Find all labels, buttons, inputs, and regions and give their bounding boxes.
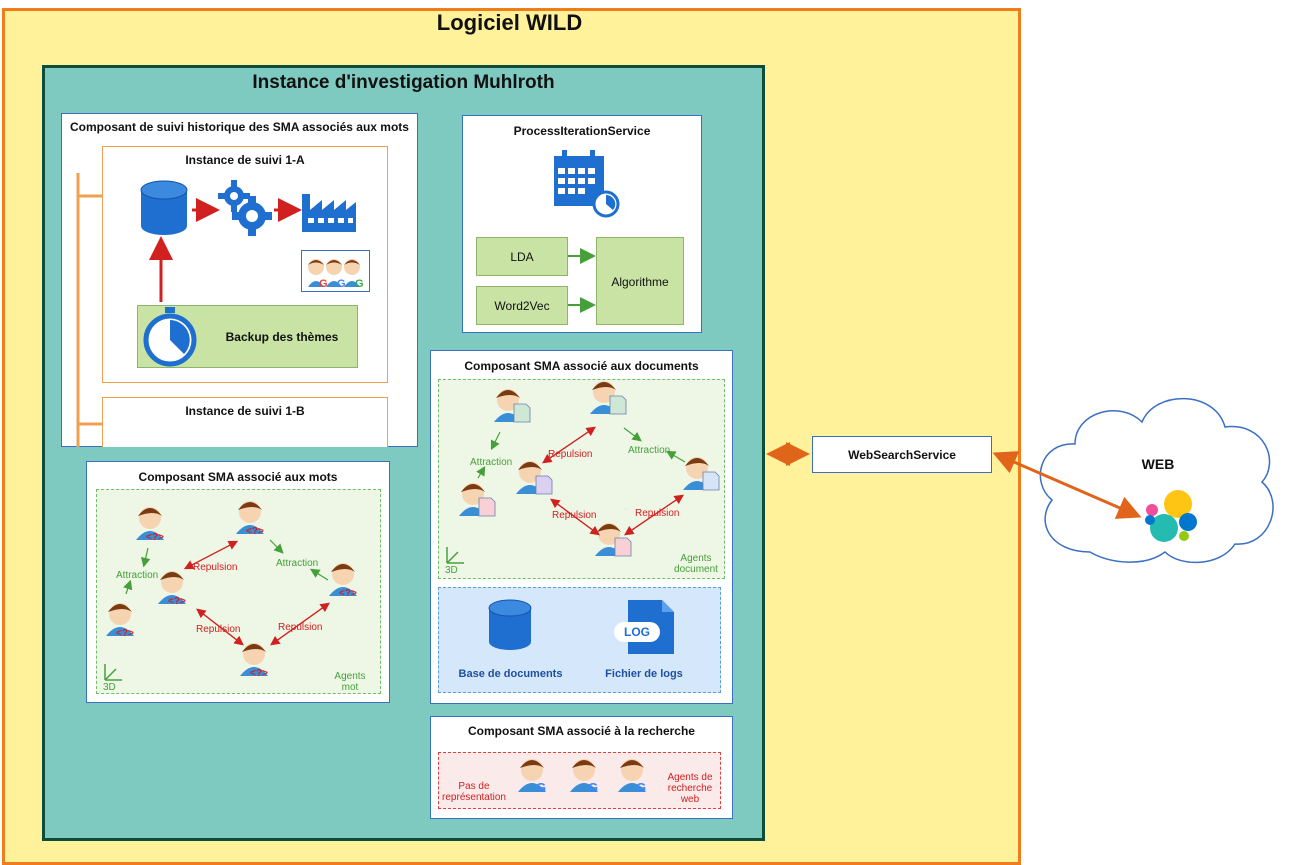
docs-attraction-1: Attraction — [470, 457, 513, 468]
gears-icon — [218, 180, 272, 236]
word2vec-box — [476, 286, 568, 325]
fichier-logs-label: Fichier de logs — [605, 668, 683, 680]
algorithme-box — [596, 237, 684, 325]
database-icon — [488, 599, 532, 650]
suivi-title: Composant de suivi historique des SMA as… — [70, 120, 409, 134]
factory-icon — [302, 194, 356, 232]
mots-repulsion-2: Repulsion — [196, 624, 241, 635]
database-icon — [140, 180, 188, 235]
mots-attraction-1: Attraction — [116, 570, 159, 581]
docs-3d-label: 3D — [445, 565, 458, 576]
base-documents-label: Base de documents — [458, 668, 563, 680]
elastic-logo-icon — [1145, 490, 1197, 542]
websearch-label: WebSearchService — [848, 448, 956, 462]
sma-docs-title: Composant SMA associé aux documents — [464, 359, 699, 373]
svg-text:G: G — [355, 278, 364, 290]
suivi-instance-a-title: Instance de suivi 1-A — [185, 153, 305, 167]
agents-document-zone — [438, 379, 725, 579]
suivi-instance-b — [102, 397, 388, 447]
docs-repulsion-3: Repulsion — [635, 508, 680, 519]
svg-text:G: G — [337, 278, 346, 290]
svg-text:G: G — [319, 278, 328, 290]
instance-title: Instance d'investigation Muhlroth — [252, 72, 555, 93]
docs-attraction-2: Attraction — [628, 445, 671, 456]
agents-mot-zone — [96, 489, 381, 694]
backup-label: Backup des thèmes — [225, 330, 339, 344]
log-file-icon — [614, 600, 674, 654]
axes-3d-icon — [446, 547, 464, 564]
stopwatch-icon — [143, 307, 197, 367]
log-badge: LOG — [624, 625, 650, 639]
mots-3d-label: 3D — [103, 682, 116, 693]
axes-3d-icon — [104, 664, 122, 681]
websearch-service — [812, 436, 992, 473]
sma-mots-title: Composant SMA associé aux mots — [138, 470, 338, 484]
mots-attraction-2: Attraction — [276, 558, 319, 569]
suivi-instance-b-title: Instance de suivi 1-B — [185, 404, 305, 418]
docs-repulsion-2: Repulsion — [552, 510, 597, 521]
mots-repulsion-1: Repulsion — [193, 562, 238, 573]
lda-box — [476, 237, 568, 276]
lda-label: LDA — [510, 250, 534, 264]
word2vec-label: Word2Vec — [494, 299, 550, 313]
algorithme-label: Algorithme — [611, 275, 669, 289]
docs-repulsion-1: Repulsion — [548, 449, 593, 460]
process-title: ProcessIterationService — [513, 124, 651, 138]
calendar-icon — [554, 150, 620, 218]
mots-repulsion-3: Repulsion — [278, 622, 323, 633]
wild-title: Logiciel WILD — [436, 10, 583, 35]
web-label: WEB — [1141, 456, 1175, 472]
sma-recherche-title: Composant SMA associé à la recherche — [468, 724, 695, 738]
